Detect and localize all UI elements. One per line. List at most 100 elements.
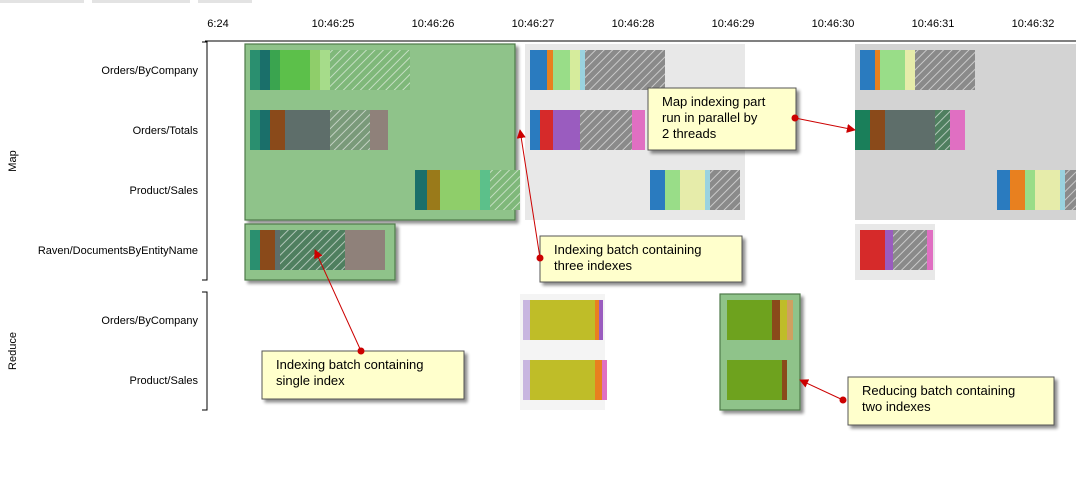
segment-bar	[950, 110, 965, 150]
segment-bar	[250, 50, 260, 90]
segment-bar	[440, 170, 480, 210]
segment-hatch	[1065, 170, 1076, 210]
segment-bar	[632, 110, 645, 150]
segment-bar	[602, 360, 607, 400]
x-tick-label: 10:46:30	[812, 18, 855, 30]
segment-bar	[772, 300, 780, 340]
group-label: Map	[7, 150, 19, 171]
segment-bar	[310, 50, 320, 90]
row-label: Product/Sales	[130, 185, 199, 197]
x-tick-label: 6:24	[207, 18, 228, 30]
segment-bar	[880, 50, 905, 90]
segment-bar	[885, 230, 893, 270]
group-bracket	[202, 41, 208, 281]
segment-bar	[345, 230, 385, 270]
segment-bar	[885, 110, 935, 150]
top-strip-tab	[0, 0, 84, 3]
segment-bar	[997, 170, 1010, 210]
segment-bar	[553, 50, 570, 90]
segment-bar	[595, 300, 599, 340]
callout-text: single index	[276, 373, 345, 388]
segment-hatch	[580, 110, 632, 150]
segment-bar	[680, 170, 705, 210]
callout-dot	[536, 254, 544, 262]
segment-bar	[270, 110, 285, 150]
segment-hatch	[915, 50, 975, 90]
segment-bar	[260, 110, 270, 150]
segment-bar	[553, 110, 580, 150]
segment-hatch	[330, 110, 370, 150]
callout-text: run in parallel by	[662, 110, 758, 125]
segment-bar	[540, 110, 553, 150]
segment-hatch	[710, 170, 740, 210]
x-tick-label: 10:46:31	[912, 18, 955, 30]
segment-bar	[547, 50, 553, 90]
segment-hatch	[280, 230, 345, 270]
callout-box	[647, 87, 797, 151]
segment-bar	[782, 360, 787, 400]
top-strip-tab	[198, 0, 252, 3]
segment-bar	[280, 50, 310, 90]
segment-hatch	[935, 110, 950, 150]
segments-layer	[250, 50, 1076, 400]
segment-bar	[1010, 170, 1025, 210]
segment-bar	[927, 230, 933, 270]
callout-text: Map indexing part	[662, 94, 766, 109]
segment-bar	[530, 300, 595, 340]
segment-bar	[860, 230, 885, 270]
segment-bar	[705, 170, 710, 210]
segment-bar	[875, 50, 880, 90]
callout-text: 2 threads	[662, 126, 717, 141]
segment-hatch	[330, 50, 410, 90]
segment-hatch	[585, 50, 665, 90]
segment-bar	[275, 230, 280, 270]
segment-bar	[570, 50, 580, 90]
segment-bar	[787, 300, 793, 340]
callout-box	[847, 376, 1055, 426]
segment-bar	[260, 230, 275, 270]
x-tick-label: 10:46:25	[312, 18, 355, 30]
callout-arrow	[799, 379, 844, 401]
segment-bar	[285, 110, 330, 150]
callout-text: three indexes	[554, 258, 633, 273]
callout-arrow	[516, 129, 541, 259]
segment-bar	[523, 300, 530, 340]
callout-text: Indexing batch containing	[276, 357, 423, 372]
segment-bar	[1035, 170, 1060, 210]
segment-bar	[523, 360, 530, 400]
x-tick-label: 10:46:27	[512, 18, 555, 30]
segment-bar	[650, 170, 665, 210]
top-strip-tab	[92, 0, 190, 3]
segment-hatch	[893, 230, 927, 270]
segment-bar	[320, 50, 330, 90]
segment-bar	[870, 110, 885, 150]
x-tick-label: 10:46:32	[1012, 18, 1055, 30]
x-tick-label: 10:46:29	[712, 18, 755, 30]
row-label: Orders/ByCompany	[101, 315, 198, 327]
segment-bar	[595, 360, 602, 400]
callout-arrow	[794, 117, 856, 133]
segment-bar	[530, 50, 547, 90]
segment-bar	[780, 300, 787, 340]
segment-bar	[855, 110, 870, 150]
segment-bar	[599, 300, 603, 340]
callout-text: Reducing batch containing	[862, 383, 1015, 398]
x-tick-label: 10:46:28	[612, 18, 655, 30]
segment-bar	[860, 50, 875, 90]
row-label: Product/Sales	[130, 375, 199, 387]
segment-bar	[727, 300, 772, 340]
callout-dot	[791, 114, 799, 122]
segment-bar	[370, 110, 388, 150]
segment-bar	[905, 50, 915, 90]
segment-bar	[1025, 170, 1035, 210]
segment-bar	[580, 50, 585, 90]
callout-box	[539, 235, 743, 283]
row-label: Raven/DocumentsByEntityName	[38, 245, 198, 257]
segment-bar	[250, 230, 260, 270]
row-label: Orders/Totals	[133, 125, 199, 137]
segment-bar	[427, 170, 440, 210]
segment-bar	[415, 170, 427, 210]
segment-bar	[250, 110, 260, 150]
segment-bar	[665, 170, 680, 210]
